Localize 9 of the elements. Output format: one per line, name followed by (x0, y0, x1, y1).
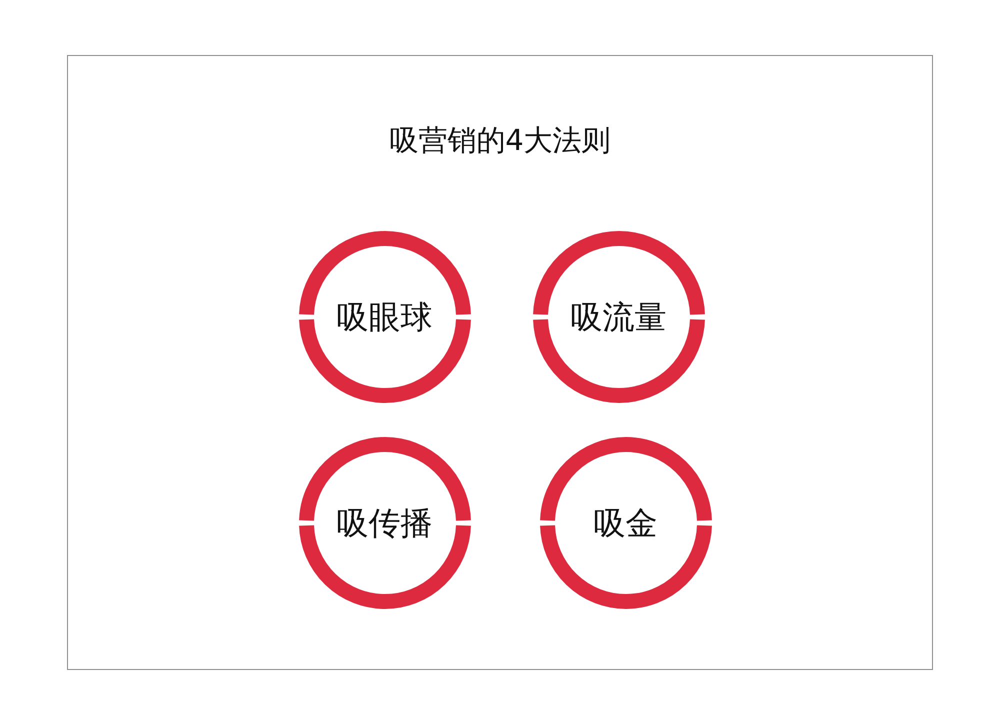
node-label: 吸金 (594, 502, 658, 542)
ring-node (298, 230, 470, 402)
node-label: 吸眼球 (336, 296, 432, 336)
node-label: 吸流量 (570, 296, 666, 336)
title: 吸营销的4大法则 (389, 123, 611, 157)
ring-node (298, 436, 470, 608)
node-label: 吸传播 (336, 502, 432, 542)
ring-node (540, 436, 712, 608)
ring-node (532, 230, 704, 402)
